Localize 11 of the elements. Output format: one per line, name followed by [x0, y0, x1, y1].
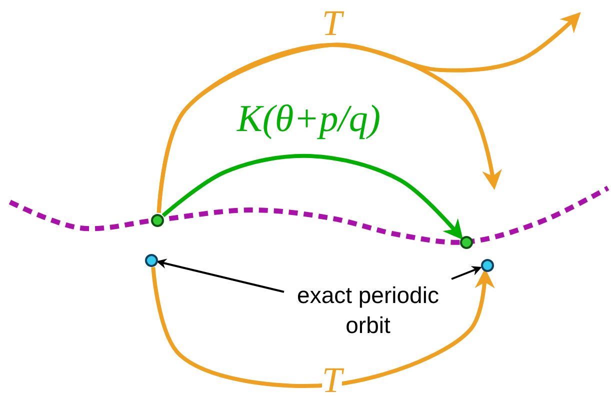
curved-arrow — [151, 267, 495, 388]
leader-arrow — [451, 266, 482, 280]
orbit-point — [460, 236, 472, 248]
curved-arrow — [156, 12, 581, 213]
annotation-text: exact periodic orbit — [296, 281, 440, 340]
orbit-point — [150, 214, 164, 226]
orbit-point — [480, 258, 494, 272]
edge-label: K(θ+p/q) — [237, 100, 381, 138]
leader-arrow — [156, 258, 284, 293]
orbit-point — [144, 254, 158, 266]
curved-arrow — [162, 154, 464, 240]
